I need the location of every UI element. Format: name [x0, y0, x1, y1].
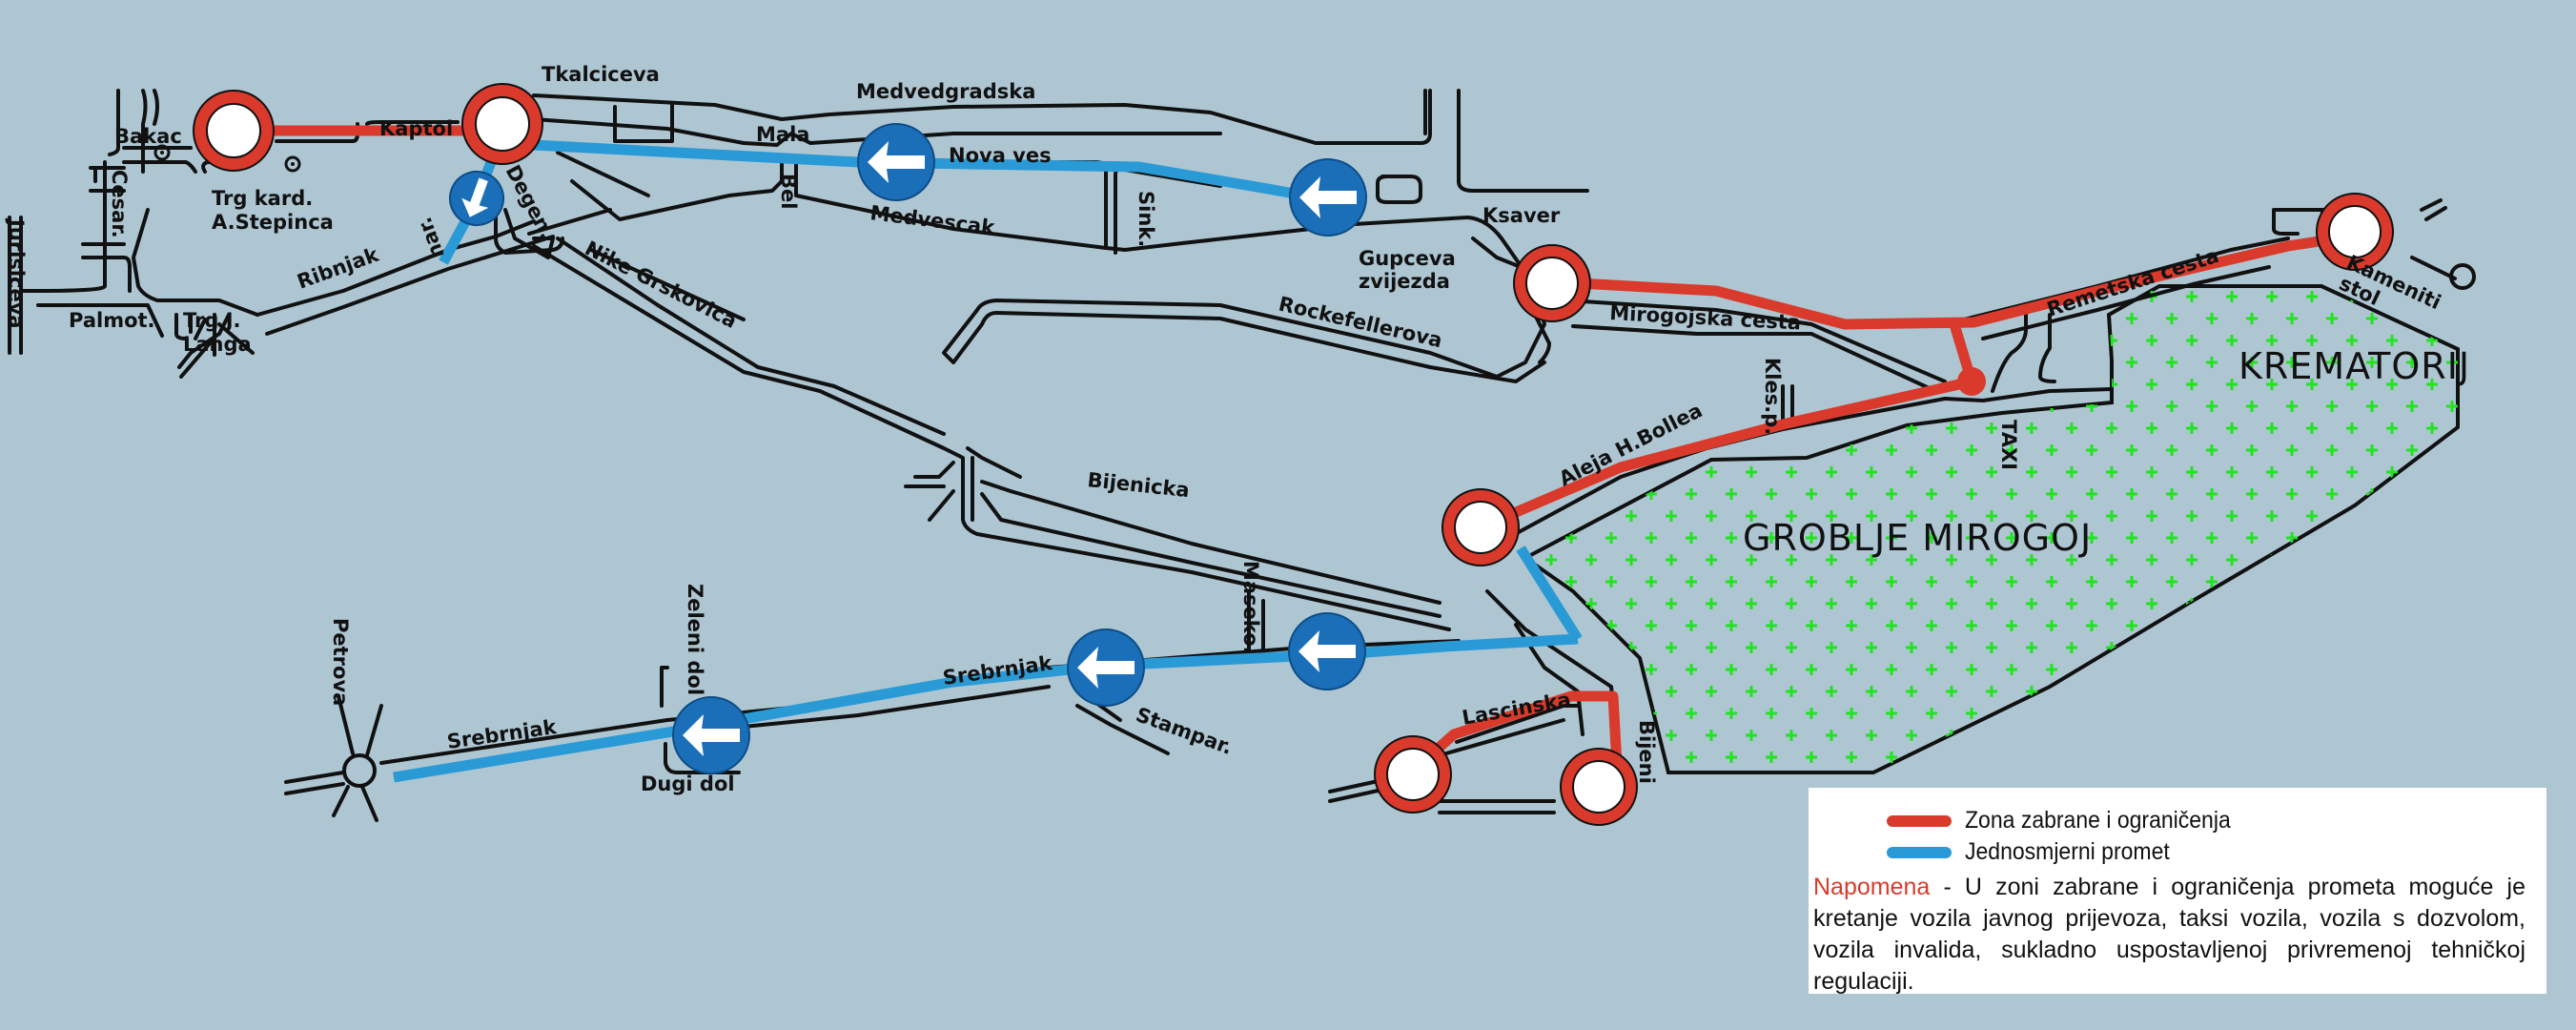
note-label: Napomena: [1813, 874, 1931, 900]
legend-item-one-way: Jednosmjerni promet: [1813, 836, 2525, 868]
one-way-sign[interactable]: [1288, 612, 1366, 690]
prohibition-sign[interactable]: [193, 90, 275, 172]
label-taxi: TAXI: [1997, 420, 2020, 470]
label-dugi-dol: Dugi dol: [641, 772, 735, 795]
prohibition-sign[interactable]: [1374, 735, 1452, 814]
label-nar: nar.: [413, 215, 449, 262]
label-maseko: Maseko.: [1239, 561, 1262, 654]
one-way-sign[interactable]: [1067, 628, 1145, 707]
road-network: [8, 89, 2476, 822]
one-way-sign[interactable]: [857, 123, 935, 201]
label-ribnjak: Ribnjak: [295, 242, 383, 293]
label-srebrnjak-2: Srebrnjak: [941, 651, 1054, 690]
label-jurisiceva: Jurisiceva: [5, 217, 28, 329]
label-groblje-mirogoj: GROBLJE MIROGOJ: [1743, 517, 2092, 559]
arrow-left-icon: [683, 714, 740, 756]
label-nike-grskovica: Nike Grskovica: [582, 237, 741, 333]
prohibition-signs: [193, 83, 2394, 826]
label-krematorij: KREMATORIJ: [2239, 345, 2470, 387]
label-bijeni: Bijeni: [1635, 720, 1658, 784]
label-trg-langa-2: Langa: [183, 333, 252, 356]
label-gupceva-2: zvijezda: [1359, 270, 1450, 293]
label-trg-stepinca-1: Trg kard.: [212, 187, 313, 210]
legend-panel: Zona zabrane i ograničenja Jednosmjerni …: [1809, 788, 2546, 995]
arrow-down-left-icon: [461, 177, 489, 217]
label-cesar: Cesar.: [108, 170, 131, 238]
label-medvescak: Medvescak: [869, 201, 996, 239]
route-bijenicka-link: [1516, 546, 1583, 642]
label-klesp: Kles.p.: [1761, 358, 1784, 435]
label-petrova: Petrova: [329, 618, 352, 706]
label-bijenicka: Bijenicka: [1086, 468, 1190, 502]
prohibition-sign[interactable]: [1513, 244, 1591, 322]
label-mala: Mala: [756, 123, 809, 146]
label-tkalciceva: Tkalciceva: [542, 63, 660, 86]
one-way-signs: [442, 123, 1367, 774]
landmark-markers: [153, 144, 301, 173]
route-mirogojska-remetska: [1539, 231, 2356, 330]
note-text: - U zoni zabrane i ograničenja prometa m…: [1813, 874, 2525, 995]
prohibition-sign[interactable]: [461, 83, 543, 165]
prohibition-sign[interactable]: [1441, 488, 1520, 566]
prohibition-zone-routes: [228, 125, 2356, 788]
route-lascinska: [1407, 690, 1624, 788]
route-nova-ves: [533, 139, 1331, 206]
arrow-left-icon: [1299, 176, 1357, 218]
red-line-swatch: [1887, 814, 1952, 827]
arrow-left-icon: [1077, 647, 1135, 689]
one-way-sign[interactable]: [1289, 158, 1367, 237]
label-trg-langa-1: Trg J.: [183, 309, 241, 332]
legend-item-prohibition: Zona zabrane i ograničenja: [1813, 805, 2525, 836]
one-way-sign[interactable]: [672, 696, 750, 774]
label-nova-ves: Nova ves: [949, 144, 1052, 167]
label-medvedgradska: Medvedgradska: [856, 80, 1035, 103]
label-sink: Sink.: [1135, 191, 1157, 247]
label-gupceva-1: Gupceva: [1359, 247, 1456, 270]
label-bel: Bel: [777, 174, 800, 209]
one-way-sign[interactable]: [442, 164, 511, 233]
label-palmot: Palmot.: [69, 309, 155, 332]
prohibition-sign[interactable]: [1560, 748, 1638, 826]
label-stampar: Stampar.: [1133, 703, 1236, 759]
label-trg-stepinca-2: A.Stepinca: [212, 211, 334, 234]
legend-note: Napomena - U zoni zabrane i ograničenja …: [1813, 872, 2525, 998]
legend-label: Zona zabrane i ograničenja: [1965, 807, 2231, 834]
label-srebrnjak-1: Srebrnjak: [445, 715, 559, 753]
area-labels: GROBLJE MIROGOJ KREMATORIJ: [1743, 345, 2470, 559]
label-ksaver: Ksaver: [1482, 204, 1561, 227]
label-bakac: Bakac: [114, 125, 182, 148]
legend-label: Jednosmjerni promet: [1965, 838, 2170, 865]
blue-line-swatch: [1887, 846, 1952, 858]
cemetery-area: [1522, 284, 2460, 774]
route-aleja-bollea: [1475, 319, 1977, 533]
prohibition-sign[interactable]: [2316, 193, 2394, 271]
arrow-left-icon: [1298, 630, 1356, 672]
label-zeleni-dol: Zeleni dol: [684, 584, 706, 695]
label-kaptol: Kaptol: [379, 117, 453, 140]
arrow-left-icon: [868, 141, 925, 183]
